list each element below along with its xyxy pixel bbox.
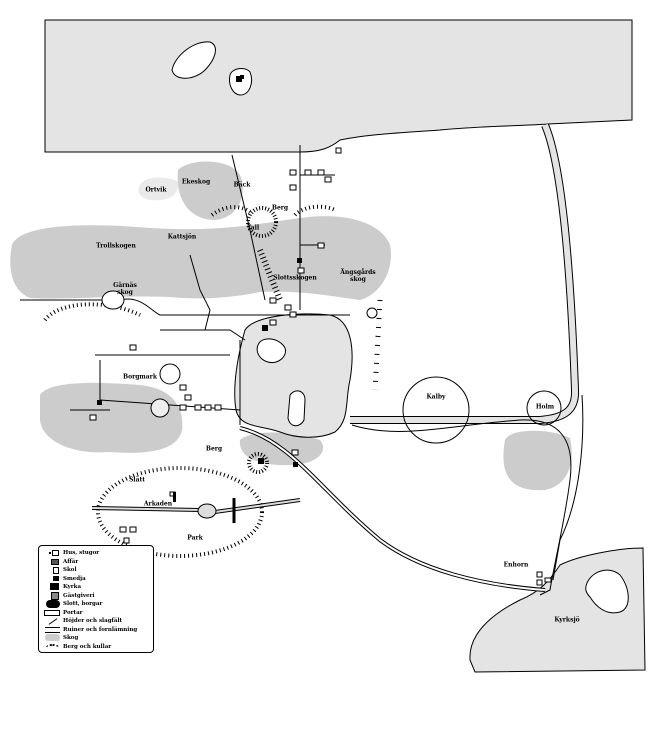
mill-icon [43,617,60,625]
castle-borgmark [159,363,181,385]
island-west [171,41,216,79]
label-trollskogen: Trollskogen [96,242,136,250]
legend-item: Skog [43,634,78,642]
forest-east [503,430,572,491]
label-ekeskog: Ekeskog [181,178,211,186]
central-island [256,338,287,364]
label-borgmark: Borgmark [123,373,157,381]
hill-tall [246,206,278,238]
forest-main-band [10,216,391,300]
label-slottsskogen: Slottsskogen [273,274,317,282]
road-west-2 [70,329,246,411]
forest-west [40,382,183,453]
label-back: Bäck [233,181,251,189]
legend-item: Höjder och slagfält [43,617,122,625]
label-arkaden: Arkaden [143,500,173,508]
label-berg-north: Berg [271,204,289,212]
legend-item: Berg och kullar [43,643,111,651]
legend-item: Slott, borgar [43,600,102,608]
kyrksjo-island [585,569,629,614]
dark-buildings [97,75,302,502]
church-icon [43,583,60,591]
bridge-icon [43,626,60,634]
label-angsgards-skog: Ängsgårds skog [340,269,376,283]
hill-south [247,452,269,474]
legend-item: Smedja [43,575,86,583]
hill-icon [43,643,60,651]
hill-ridge-west [43,302,141,322]
hill-ridge-village [257,248,283,302]
house-icon [43,549,60,557]
island-house [236,76,242,82]
school-icon [43,566,60,574]
kalby-ring [402,376,470,444]
mill-mark [366,307,378,319]
canal-pond [197,503,217,519]
hill-ridge-east [372,299,383,391]
label-kyrksjo: Kyrksjö [554,616,580,624]
smithy-icon [43,575,60,583]
legend-item: Kyrka [43,583,81,591]
label-enhorn: Enhorn [503,561,529,569]
label-berg-south: Berg [205,445,223,453]
label-kattsjon: Kattsjön [167,233,197,241]
label-garnas-skog: Gärnäs skog [113,282,137,296]
label-park: Park [187,534,203,542]
holm-ring [526,390,562,426]
label-tall: Tall [246,224,260,232]
label-holm: Holm [535,403,555,411]
legend-item: Hus, stugor [43,549,99,557]
pond-garnas [101,290,125,310]
gate-icon [43,609,60,617]
castle-icon [43,600,60,608]
legend-item: Portar [43,609,83,617]
map-legend: Hus, stugor Affär Skol Smedja Kyrka Gäst… [38,545,154,653]
forest-icon [43,634,60,642]
label-slatt: Slätt [128,476,146,484]
forest-ortvik [138,177,179,201]
forest-north-blob [177,161,243,220]
label-kalby: Kalby [426,393,446,401]
hill-ring-south [96,466,264,558]
lake-inlet [287,390,306,427]
shop-icon [43,558,60,566]
label-ortvik: Ortvik [145,186,167,194]
legend-item: Affär [43,558,78,566]
legend-item: Skol [43,566,77,574]
buildings [89,147,552,586]
legend-item: Ruiner och fornlämning [43,626,137,634]
legend-item: Gästgiveri [43,591,95,600]
road-north [231,154,266,301]
inn-icon [43,591,60,600]
road-castle [189,254,211,331]
road-south-loop-2 [552,394,584,581]
